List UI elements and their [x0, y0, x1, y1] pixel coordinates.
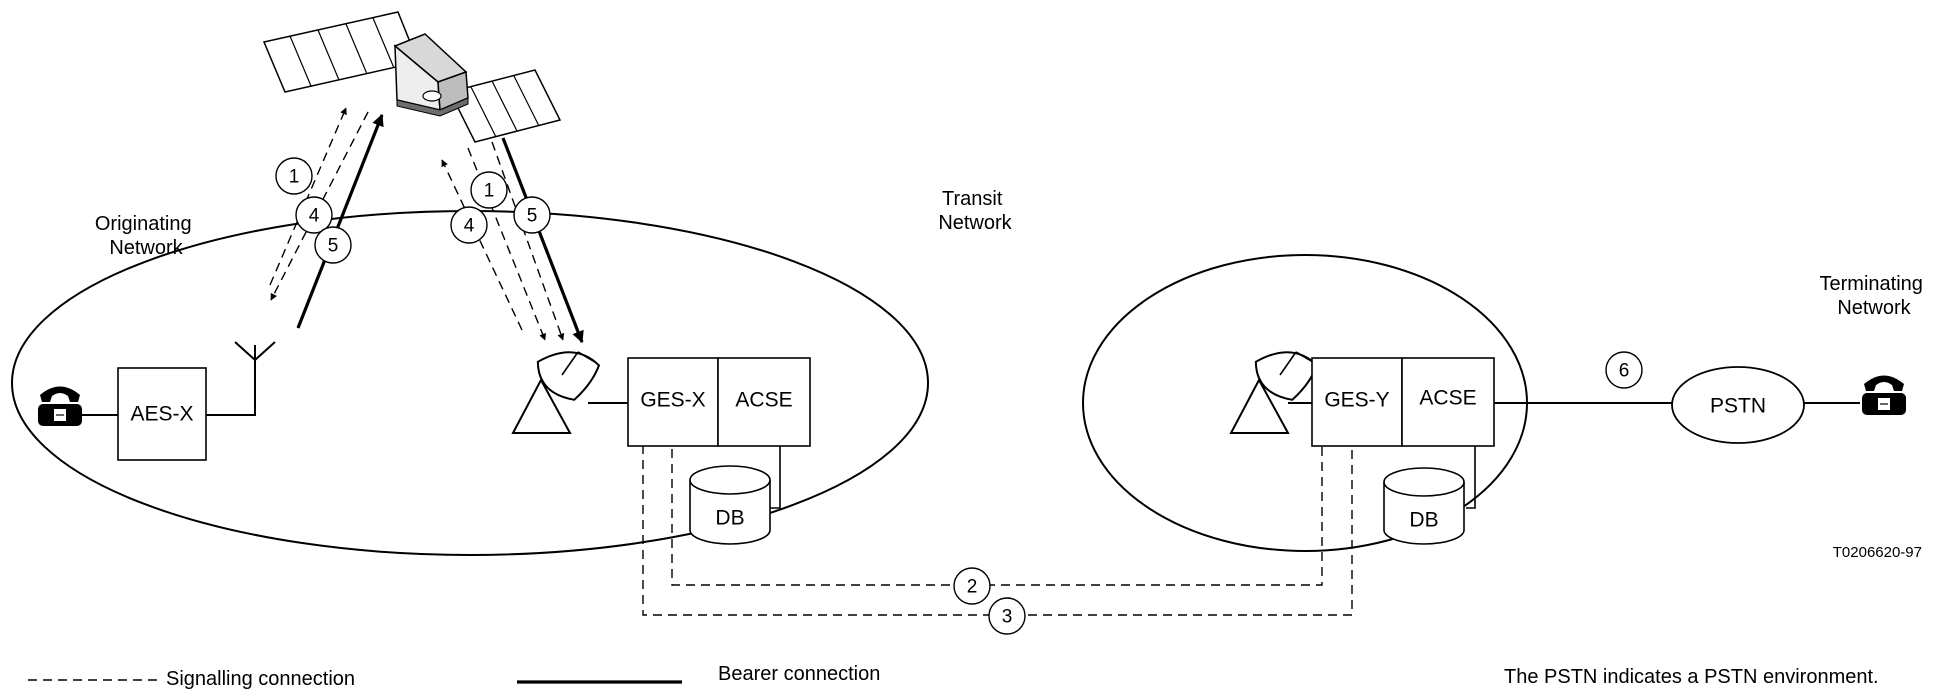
transit-network-label-line2: Network: [938, 212, 1012, 234]
terminating-network-label-line2: Network: [1837, 297, 1911, 319]
step-marker-4-right-text: 4: [464, 216, 475, 237]
terminating-network-label-line1: Terminating: [1820, 273, 1923, 295]
bearer-down-right: [501, 137, 584, 344]
step-marker-1-right: [470, 171, 508, 209]
signalling-connection-lines: [269, 107, 1356, 616]
telephone-icon-left: [38, 386, 82, 426]
transit-network-label-line1: Transit: [942, 188, 1003, 210]
originating-network-label-line1: Originating: [95, 213, 192, 235]
signalling-up-left-1: [269, 107, 347, 286]
legend-pstn-note: The PSTN indicates a PSTN environment.: [1504, 666, 1879, 688]
transit-network-label: Transit Network: [938, 188, 1012, 234]
acse-x-label: ACSE: [735, 389, 792, 412]
step-marker-2: [953, 567, 991, 605]
aes-x-label: AES-X: [130, 403, 193, 426]
ges-y-label: GES-Y: [1324, 389, 1389, 412]
acse-y-label: ACSE: [1419, 387, 1476, 410]
db-x-label: DB: [715, 507, 744, 530]
acse-y-to-db-line: [1466, 446, 1476, 509]
pstn-label: PSTN: [1710, 395, 1766, 418]
database-icon-y: [1383, 467, 1465, 545]
signalling-path-2: [668, 411, 1323, 586]
ges-x-label: GES-X: [640, 389, 705, 412]
step-markers-left: 1 4 5: [275, 157, 352, 264]
acse-y-box: [1401, 357, 1495, 447]
step-marker-4-left-text: 4: [309, 206, 320, 227]
database-icon-x: [689, 465, 771, 545]
signalling-path-3: [642, 411, 1356, 616]
step-marker-5-right-text: 5: [527, 206, 538, 227]
step-markers-right: 1 4 5: [450, 171, 551, 244]
telephone-icon-right: [1862, 375, 1906, 415]
step-marker-4-right: [450, 206, 488, 244]
step-marker-1-left-text: 1: [289, 167, 300, 188]
step-marker-1-right-text: 1: [484, 181, 495, 202]
acse-x-box: [717, 357, 811, 447]
step-marker-3: [988, 597, 1026, 635]
bearer-up-left: [296, 113, 384, 329]
step-marker-1-left: [275, 157, 313, 195]
satellite-icon: [262, 11, 562, 143]
aes-x-box: [117, 367, 207, 461]
step-marker-5-left-text: 5: [328, 236, 339, 257]
legend-signalling-label: Signalling connection: [166, 668, 355, 690]
step-marker-5-left: [314, 226, 352, 264]
acse-x-to-db-line: [770, 446, 781, 509]
step-marker-3-text: 3: [1002, 607, 1013, 628]
step-markers-ground: 2 3 6: [953, 351, 1643, 635]
step-marker-6-text: 6: [1619, 361, 1630, 382]
originating-network-label: Originating Network: [95, 213, 197, 259]
satellite-dish-icon-ges-y: [1229, 351, 1319, 434]
signalling-down-right-2: [491, 141, 565, 341]
signalling-up-right: [441, 159, 523, 331]
ges-x-box: [627, 357, 719, 447]
pstn-ellipse: [1671, 366, 1805, 444]
figure-reference-id: T0206620-97: [1833, 544, 1922, 561]
db-y-label: DB: [1409, 509, 1438, 532]
bearer-connection-lines: [296, 113, 584, 344]
step-marker-4-left: [295, 196, 333, 234]
originating-network-label-line2: Network: [109, 237, 183, 259]
satellite-dish-icon-ges-x: [511, 351, 601, 434]
terminating-network-label: Terminating Network: [1820, 273, 1929, 319]
step-marker-5-right: [513, 196, 551, 234]
antenna-icon: [234, 341, 276, 361]
ges-y-box: [1311, 357, 1403, 447]
aes-to-antenna-line: [206, 360, 256, 416]
step-marker-6: [1605, 351, 1643, 389]
step-marker-2-text: 2: [967, 577, 978, 598]
legend-bearer-label: Bearer connection: [718, 663, 880, 685]
